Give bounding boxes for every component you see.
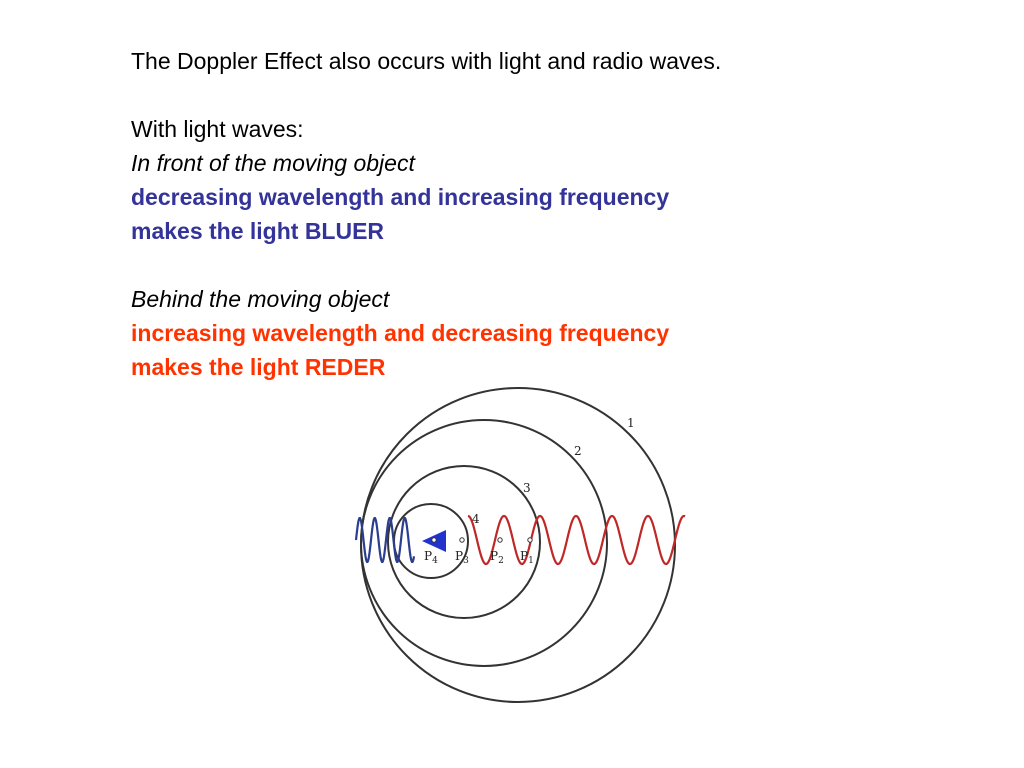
point-label-2: P2 <box>490 549 504 566</box>
behind-line-1: increasing wavelength and decreasing fre… <box>131 320 670 346</box>
behind-wave <box>467 514 686 566</box>
spacer <box>131 78 891 112</box>
circle-label-3: 3 <box>523 481 531 495</box>
front-line-2: makes the light BLUER <box>131 218 385 244</box>
point-label-4: P4 <box>424 549 438 566</box>
wavefront-circle-2 <box>360 419 608 667</box>
point-label-3: P3 <box>455 549 469 566</box>
point-label-1: P1 <box>520 549 534 566</box>
point-marker-2 <box>497 537 503 543</box>
circle-label-4: 4 <box>472 512 480 526</box>
circle-label-2: 2 <box>574 444 582 458</box>
behind-line-2: makes the light REDER <box>131 354 386 380</box>
intro-line: The Doppler Effect also occurs with ligh… <box>131 48 722 74</box>
behind-label: Behind the moving object <box>131 286 390 312</box>
slide-text: The Doppler Effect also occurs with ligh… <box>131 44 891 384</box>
front-line-1: decreasing wavelength and increasing fre… <box>131 184 670 210</box>
point-marker-4 <box>431 537 437 543</box>
front-wave <box>354 517 416 563</box>
spacer <box>131 248 891 282</box>
front-label: In front of the moving object <box>131 150 415 176</box>
circle-label-1: 1 <box>627 416 635 430</box>
point-marker-1 <box>527 537 533 543</box>
doppler-diagram: 1 2 3 4 P4 P3 P2 P1 <box>354 387 686 703</box>
point-marker-3 <box>459 537 465 543</box>
light-waves-heading: With light waves: <box>131 116 304 142</box>
